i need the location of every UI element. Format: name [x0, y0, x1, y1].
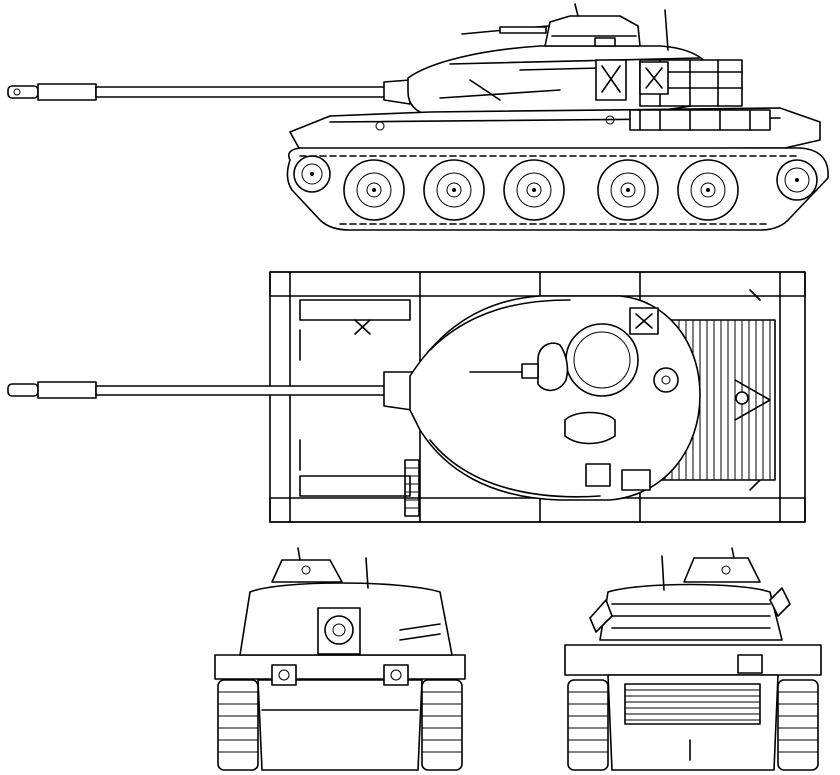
top-tow-cable	[354, 319, 420, 517]
road-wheel	[597, 159, 659, 221]
top-view	[7, 271, 806, 523]
road-wheel	[423, 159, 485, 221]
front-hull	[214, 654, 466, 771]
front-view	[214, 547, 466, 771]
rear-turret	[589, 547, 791, 641]
side-gun-barrel	[7, 79, 411, 105]
road-wheel	[343, 159, 405, 221]
rear-left-track	[567, 679, 609, 771]
side-sprocket	[776, 159, 818, 201]
rear-view	[564, 547, 822, 771]
side-road-wheels	[343, 159, 739, 221]
rear-right-track	[777, 679, 819, 771]
rear-hull	[564, 644, 822, 771]
side-hull	[289, 107, 821, 151]
road-wheel	[503, 159, 565, 221]
side-idler	[293, 155, 331, 193]
side-view	[7, 3, 829, 231]
road-wheel	[677, 159, 739, 221]
front-turret	[239, 547, 453, 656]
front-left-track	[217, 679, 259, 771]
top-turret	[409, 295, 701, 501]
side-turret	[407, 3, 743, 119]
front-right-track	[421, 679, 463, 771]
